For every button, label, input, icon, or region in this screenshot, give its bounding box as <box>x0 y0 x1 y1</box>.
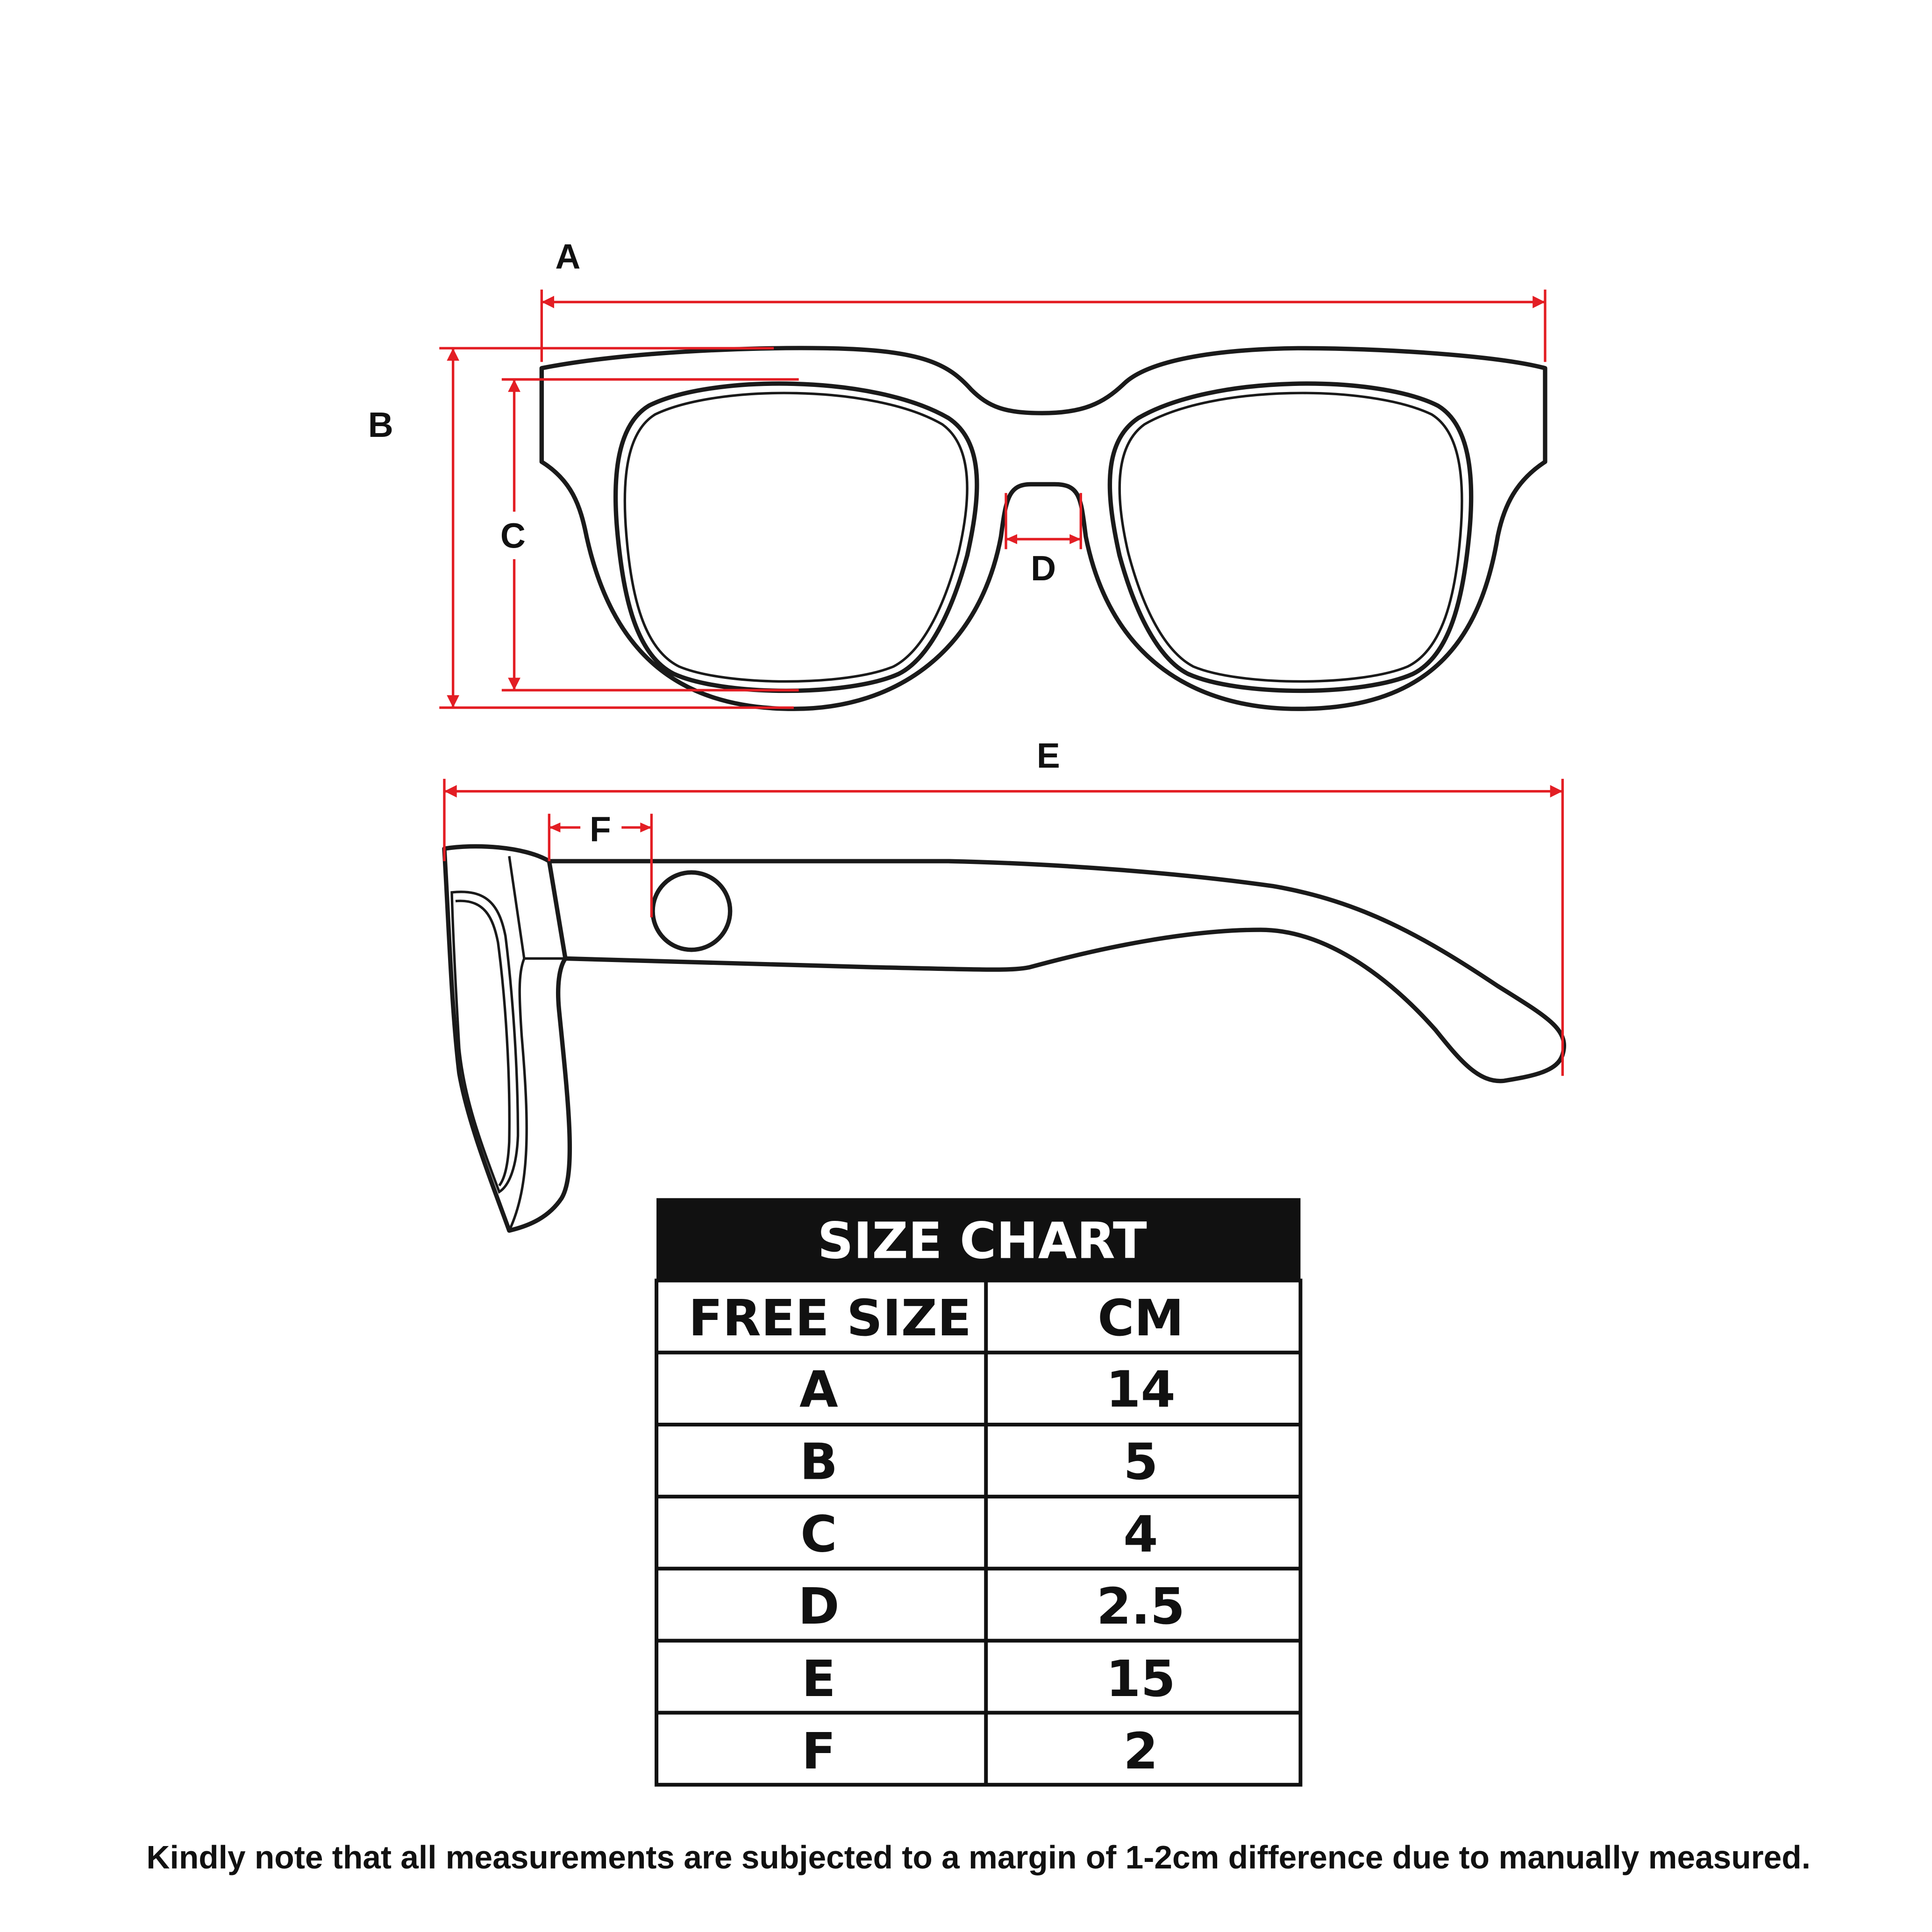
label-a: A <box>555 236 580 276</box>
side-view-glasses <box>442 844 1567 1233</box>
label-c: C <box>500 516 526 556</box>
label-d: D <box>1031 549 1056 588</box>
row-label: C <box>800 1505 837 1563</box>
dimension-d: D <box>1005 493 1082 588</box>
table-row: C 4 <box>800 1505 1158 1563</box>
label-e: E <box>1037 736 1060 775</box>
row-value: 4 <box>1123 1505 1158 1563</box>
measurement-note: Kindly note that all measurements are su… <box>146 1839 1811 1875</box>
row-value: 15 <box>1106 1650 1176 1708</box>
row-value: 2 <box>1123 1723 1158 1781</box>
dimension-b: B <box>368 347 794 709</box>
row-value: 2.5 <box>1097 1578 1185 1636</box>
table-row: A 14 <box>799 1361 1176 1419</box>
header-cm: CM <box>1098 1290 1184 1347</box>
dimension-c: C <box>500 378 799 692</box>
row-label: F <box>802 1723 836 1781</box>
row-label: A <box>799 1361 838 1419</box>
table-title: SIZE CHART <box>818 1212 1147 1270</box>
table-row: D 2.5 <box>798 1578 1185 1636</box>
size-chart-table: SIZE CHART FREE SIZE CM A 14 B 5 C 4 D 2… <box>655 1198 1303 1787</box>
table-row: E 15 <box>802 1650 1176 1708</box>
dimension-e: E <box>443 736 1564 1076</box>
table-row: B 5 <box>800 1433 1158 1491</box>
label-b: B <box>368 405 393 444</box>
label-f: F <box>590 809 611 848</box>
row-value: 5 <box>1123 1433 1158 1491</box>
row-value: 14 <box>1106 1361 1176 1419</box>
dimension-a: A <box>540 236 1547 362</box>
table-row: F 2 <box>802 1723 1158 1781</box>
header-free-size: FREE SIZE <box>689 1290 972 1347</box>
front-view-glasses <box>539 346 1547 711</box>
table-title-bar <box>656 1198 1301 1281</box>
row-label: D <box>798 1578 840 1636</box>
row-label: B <box>800 1433 838 1491</box>
row-label: E <box>802 1650 836 1708</box>
dimension-f: F <box>548 809 653 918</box>
